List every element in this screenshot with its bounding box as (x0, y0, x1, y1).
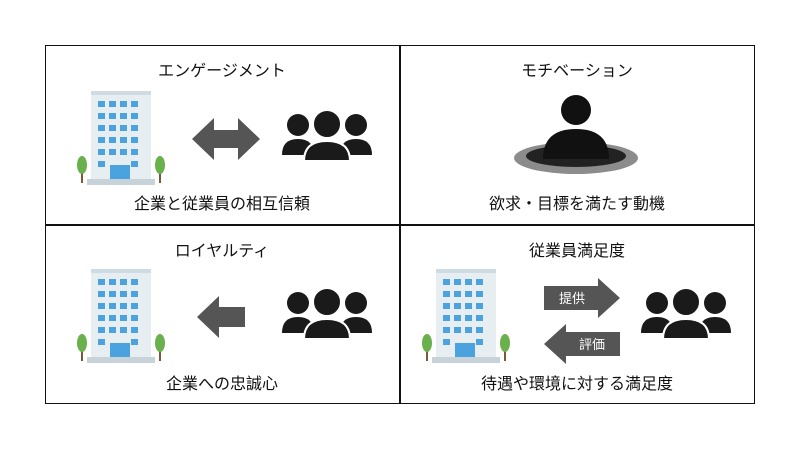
cell-caption: 欲求・目標を満たす動機 (488, 194, 665, 213)
cell-title: 従業員満足度 (528, 241, 625, 260)
cell-caption: 企業と従業員の相互信頼 (133, 194, 310, 213)
people-group-icon (281, 109, 373, 162)
people-group-icon (281, 287, 373, 340)
cell-caption: 待遇や環境に対する満足度 (480, 374, 673, 393)
provide-label: 提供 (559, 291, 585, 307)
evaluate-label: 評価 (579, 338, 605, 353)
cell-title: エンゲージメント (158, 61, 286, 80)
left-arrow-icon: 評価 (544, 324, 620, 364)
cell-motivation: モチベーション 欲求・目標を満たす動機 (400, 45, 754, 224)
cell-loyalty: ロイヤルティ 企業への忠誠心 (45, 225, 399, 404)
double-arrow-icon (192, 118, 260, 160)
people-group-icon (640, 287, 732, 340)
cell-title: モチベーション (521, 61, 633, 80)
right-arrow-icon: 提供 (544, 278, 620, 318)
horizontal-divider (45, 224, 755, 226)
cell-title: ロイヤルティ (174, 241, 270, 260)
cell-employee-satisfaction: 従業員満足度 提供 評価 待遇や環境に対する満足度 (400, 225, 754, 404)
left-arrow-icon (197, 296, 245, 338)
office-building-icon (422, 269, 510, 363)
office-building-icon (77, 269, 165, 363)
person-in-hole-icon (514, 95, 638, 174)
office-building-icon (77, 91, 165, 185)
cell-caption: 企業への忠誠心 (165, 374, 278, 393)
cell-engagement: エンゲージメント 企業と従業員の相互信頼 (45, 45, 399, 224)
